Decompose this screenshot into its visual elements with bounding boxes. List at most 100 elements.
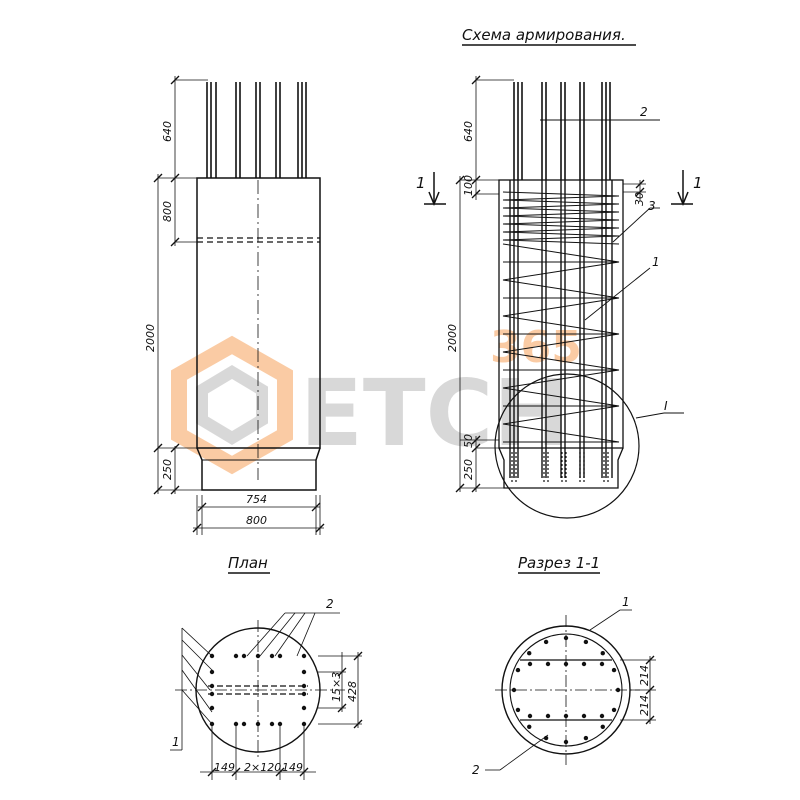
section-rebar-dot bbox=[545, 713, 551, 719]
section-rebar-dot bbox=[563, 635, 569, 641]
plan-rebar-dot bbox=[209, 691, 215, 697]
elev-dim-inner-width: 754 bbox=[246, 493, 267, 506]
sparse-spiral bbox=[502, 243, 620, 443]
section-rebar-dot bbox=[515, 667, 521, 673]
plan-rebar-dot bbox=[209, 683, 215, 689]
plan-rebar-dot bbox=[209, 669, 215, 675]
elevation-view bbox=[153, 75, 325, 535]
section-rebar-dot bbox=[581, 661, 587, 667]
scheme-detail-mark: I bbox=[664, 399, 668, 413]
section-rebar-dot bbox=[563, 739, 569, 745]
section-rebar-dot bbox=[611, 707, 617, 713]
section-rebar-dot bbox=[543, 735, 549, 741]
section-rebar-dot bbox=[527, 713, 533, 719]
section-rebar-dot bbox=[563, 713, 569, 719]
scheme-mark-3: 3 bbox=[648, 199, 656, 213]
plan-dim-b: 2×120 bbox=[244, 761, 281, 774]
detail-circle bbox=[494, 373, 640, 519]
scheme-dim-total: 2000 bbox=[446, 324, 459, 352]
section-rebar-dot bbox=[600, 724, 605, 729]
plan-rebar-dot bbox=[301, 705, 307, 711]
section-rebar-dot bbox=[581, 713, 587, 719]
elev-dim-top: 800 bbox=[161, 201, 174, 222]
dense-spiral bbox=[502, 191, 620, 245]
pile-body bbox=[196, 177, 321, 449]
scheme-dim-top-offset: 100 bbox=[462, 175, 475, 196]
section-rebar-dot bbox=[600, 651, 605, 656]
section-rebar-dot bbox=[563, 661, 569, 667]
section-rebars bbox=[511, 635, 621, 745]
section-rebar-dot bbox=[515, 707, 521, 713]
plan-rebar-dot bbox=[277, 721, 283, 727]
section-title: Разрез 1-1 bbox=[518, 554, 600, 572]
scheme-dim-bottom-a: 50 bbox=[462, 434, 475, 448]
scheme-protruding-rebars bbox=[513, 82, 611, 180]
scheme-dim-cover: 30 bbox=[633, 192, 646, 206]
plan-rebar-dot bbox=[241, 721, 247, 727]
plan-rebar-dot bbox=[255, 653, 261, 659]
plan-rebar-dot bbox=[301, 653, 307, 659]
plan-rebar-dot bbox=[209, 705, 215, 711]
section-rebar-dot bbox=[527, 661, 533, 667]
elev-dim-protrusion: 640 bbox=[161, 121, 174, 142]
section-dim-v1: 214 bbox=[638, 665, 651, 686]
section-mark-2: 2 bbox=[472, 763, 480, 777]
scheme-mark-2: 2 bbox=[640, 105, 648, 119]
section-rebar-dot bbox=[543, 639, 549, 645]
plan-dim-a: 149 bbox=[214, 761, 235, 774]
watermark-tag: 365 bbox=[490, 322, 582, 373]
cut-right-label: 1 bbox=[693, 174, 703, 192]
plan-rebar-dot bbox=[269, 653, 275, 659]
protruding-rebars bbox=[206, 82, 307, 178]
scheme-mark-1: 1 bbox=[652, 255, 660, 269]
section-rebar-dot bbox=[583, 735, 589, 741]
plan-view bbox=[170, 612, 363, 780]
section-rebar-dot bbox=[599, 661, 605, 667]
elev-dim-bottom: 250 bbox=[161, 459, 174, 480]
section-mark-1: 1 bbox=[622, 595, 630, 609]
elev-dim-width: 800 bbox=[246, 514, 267, 527]
plan-rebar-dot bbox=[209, 721, 215, 727]
plan-mark-2: 2 bbox=[326, 597, 334, 611]
plan-rebar-dot bbox=[269, 721, 275, 727]
watermark-text: ETCH bbox=[300, 360, 570, 467]
scheme-dim-bottom-b: 250 bbox=[462, 459, 475, 480]
elev-dim-total: 2000 bbox=[144, 324, 157, 352]
section-rebar-dot bbox=[611, 667, 617, 673]
plan-dim-v2: 428 bbox=[346, 681, 359, 702]
watermark-logo: ETCH 365 bbox=[171, 322, 582, 475]
section-rebar-dot bbox=[527, 651, 532, 656]
cut-left-label: 1 bbox=[416, 174, 426, 192]
plan-rebars bbox=[209, 653, 307, 727]
section-rebar-dot bbox=[599, 713, 605, 719]
plan-rebar-dot bbox=[233, 653, 239, 659]
plan-rebar-dot bbox=[301, 721, 307, 727]
section-cut-left bbox=[424, 172, 446, 206]
plan-mark-1: 1 bbox=[172, 735, 180, 749]
pile-base bbox=[196, 447, 321, 491]
plan-rebar-dot bbox=[301, 691, 307, 697]
section-rebar-dot bbox=[527, 724, 532, 729]
plan-dim-v1: 15×3 bbox=[330, 672, 343, 702]
plan-rebar-dot bbox=[277, 653, 283, 659]
plan-rebar-dot bbox=[241, 653, 247, 659]
section-cut-right bbox=[671, 170, 693, 206]
scheme-dim-protrusion: 640 bbox=[462, 121, 475, 142]
scheme-title: Схема армирования. bbox=[462, 26, 626, 44]
section-view bbox=[485, 609, 656, 771]
plan-title: План bbox=[228, 554, 268, 572]
section-dim-v2: 214 bbox=[638, 695, 651, 716]
plan-rebar-dot bbox=[233, 721, 239, 727]
watermark-hexagon-icon bbox=[171, 335, 293, 475]
plan-rebar-dot bbox=[209, 653, 215, 659]
plan-rebar-dot bbox=[301, 683, 307, 689]
section-rebar-dot bbox=[583, 639, 589, 645]
section-rebar-dot bbox=[545, 661, 551, 667]
plan-dim-c: 149 bbox=[282, 761, 303, 774]
section-rebar-dot bbox=[615, 687, 621, 693]
reinforcement-view bbox=[424, 75, 693, 519]
section-rebar-dot bbox=[511, 687, 517, 693]
plan-rebar-dot bbox=[301, 669, 307, 675]
plan-rebar-dot bbox=[255, 721, 261, 727]
